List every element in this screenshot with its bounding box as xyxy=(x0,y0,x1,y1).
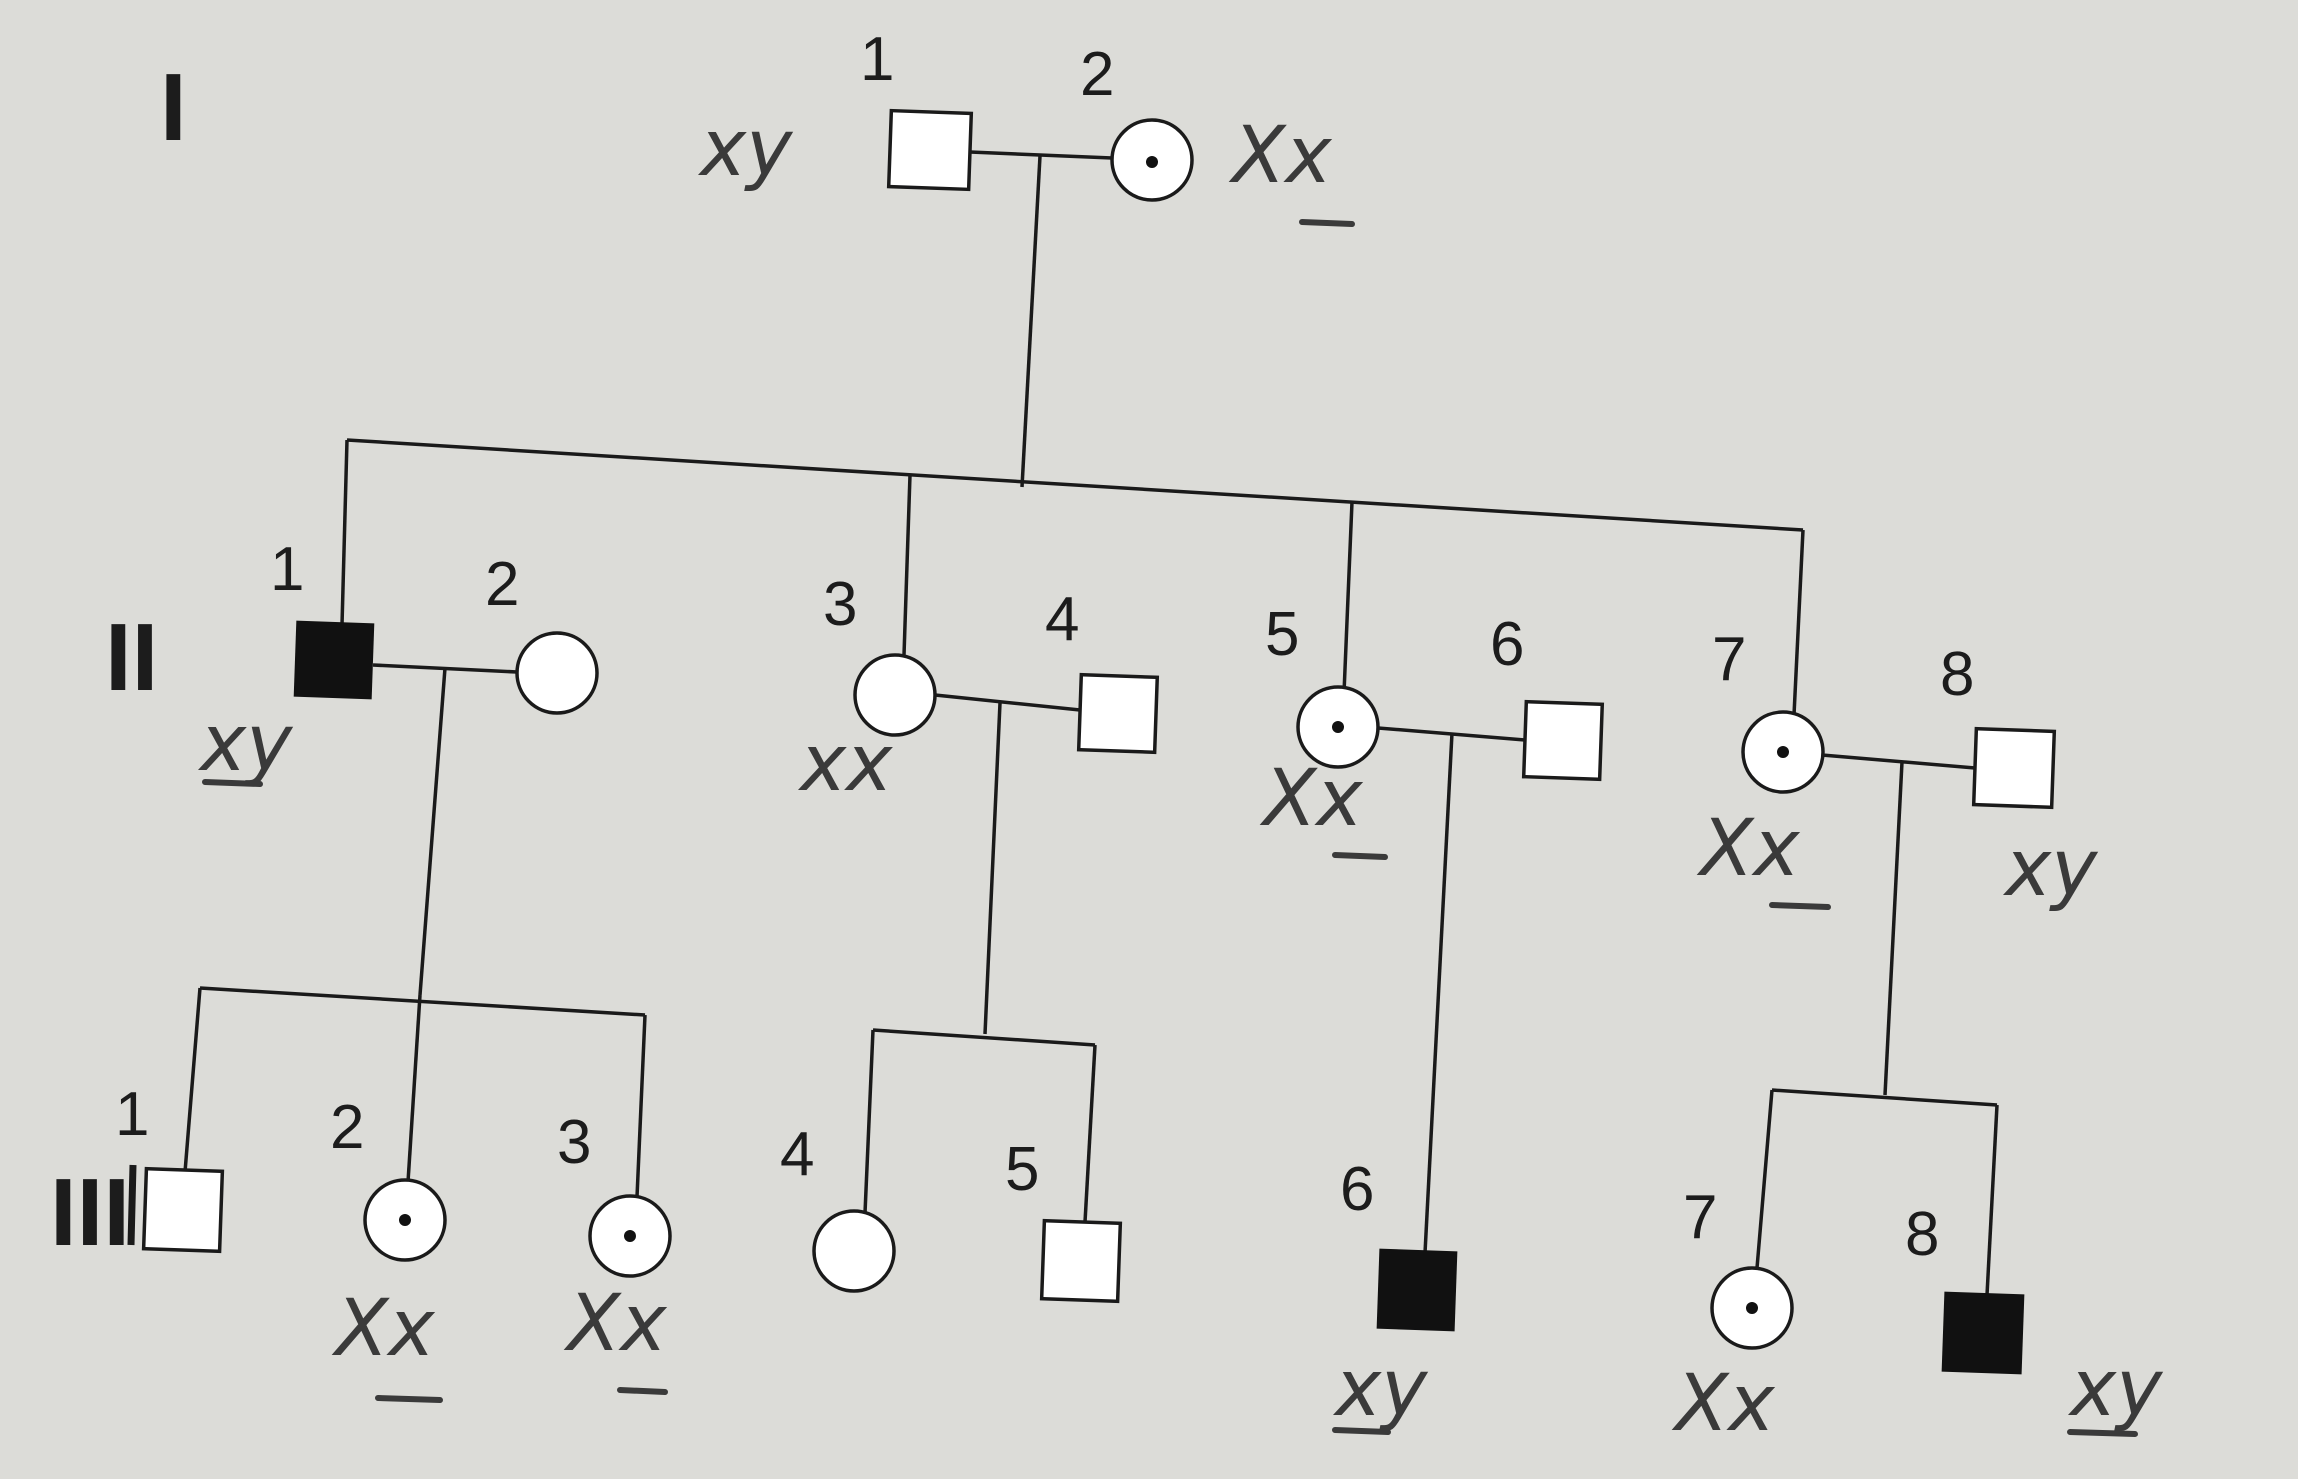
number-III4: 4 xyxy=(780,1120,814,1189)
genotype-III6: xy xyxy=(1332,1344,1429,1434)
number-III5: 5 xyxy=(1005,1135,1039,1204)
genotype-I1: xy xyxy=(697,104,794,194)
number-III1: 1 xyxy=(115,1080,149,1149)
number-II5: 5 xyxy=(1265,600,1299,669)
number-III7: 7 xyxy=(1683,1183,1717,1252)
number-II6: 6 xyxy=(1490,610,1524,679)
number-III6: 6 xyxy=(1340,1155,1374,1224)
individual-II6-male xyxy=(1521,699,1605,782)
stem-III7 xyxy=(1755,1089,1774,1269)
descent-line-II3-II4 xyxy=(983,702,1002,1035)
individual-III5-male xyxy=(1039,1218,1123,1304)
descent-line-I xyxy=(1020,155,1042,488)
individual-III1-male xyxy=(141,1166,225,1254)
underline-III6 xyxy=(1332,1427,1391,1435)
individual-I1-male xyxy=(886,108,974,192)
individual-II8-male xyxy=(1971,726,2057,810)
genotype-II7: Xx xyxy=(1696,804,1800,894)
mating-line-II7-II8 xyxy=(1821,753,1976,770)
carrier-dot-II5 xyxy=(1332,721,1344,733)
number-III2: 2 xyxy=(330,1093,364,1162)
individual-III8-affected-male xyxy=(1941,1291,2025,1375)
mating-line-II3-II4 xyxy=(934,693,1081,712)
underline-II1 xyxy=(202,779,263,787)
number-II1: 1 xyxy=(270,535,304,604)
generation-label-2: II xyxy=(105,604,158,711)
stem-III5 xyxy=(1083,1044,1097,1223)
number-III8: 8 xyxy=(1905,1200,1939,1269)
number-II2: 2 xyxy=(485,550,519,619)
stem-II5 xyxy=(1342,501,1354,694)
genotype-III2: Xx xyxy=(331,1284,435,1374)
carrier-dot-I2 xyxy=(1146,156,1158,168)
genotype-II8: xy xyxy=(2002,824,2099,914)
sibship-line-III-b xyxy=(872,1028,1096,1047)
stem-III3 xyxy=(635,1014,647,1198)
underline-I2 xyxy=(1299,219,1355,227)
stem-II7 xyxy=(1792,529,1805,716)
individual-II4-male xyxy=(1076,672,1160,755)
pedigree-lines xyxy=(183,150,1999,1296)
individual-numbers: 1 2 1 2 3 4 5 6 7 8 1 2 3 4 5 6 7 8 xyxy=(115,25,1974,1269)
stem-III1 xyxy=(183,987,202,1173)
descent-line-II1-II2 xyxy=(418,667,447,996)
number-II8: 8 xyxy=(1940,640,1974,709)
number-III3: 3 xyxy=(557,1108,591,1177)
generation-label-3: III xyxy=(50,1159,130,1266)
number-I2: 2 xyxy=(1080,40,1114,109)
sibship-line-III-a xyxy=(199,986,646,1017)
carrier-dot-III7 xyxy=(1746,1302,1758,1314)
genotype-III3: Xx xyxy=(563,1279,667,1369)
genotype-II1: xy xyxy=(197,699,294,789)
carrier-dot-III3 xyxy=(624,1230,636,1242)
underline-III8 xyxy=(2067,1429,2138,1437)
individual-II3-female xyxy=(853,653,937,737)
stem-II3 xyxy=(902,474,912,656)
number-II4: 4 xyxy=(1045,585,1079,654)
bracket-III1 xyxy=(127,1164,137,1246)
genotype-annotations: xy Xx xy xx Xx Xx xy Xx Xx xy Xx xy xyxy=(197,104,2164,1449)
descent-line-II7-II8 xyxy=(1883,761,1904,1096)
individual-II2-female xyxy=(515,631,599,715)
individual-III4-female xyxy=(812,1209,896,1293)
number-II7: 7 xyxy=(1712,625,1746,694)
carrier-dot-II7 xyxy=(1777,746,1789,758)
mating-line-I xyxy=(969,150,1113,160)
sibship-line-III-c xyxy=(1771,1088,1998,1107)
underline-II5 xyxy=(1332,852,1388,860)
underline-III3 xyxy=(617,1387,668,1395)
underline-III2 xyxy=(375,1395,443,1403)
genotype-III7: Xx xyxy=(1671,1359,1775,1449)
generation-label-1: I xyxy=(160,54,187,161)
stem-III4 xyxy=(863,1029,875,1214)
carrier-dot-III2 xyxy=(399,1214,411,1226)
sibship-line-II xyxy=(346,438,1804,532)
number-I1: 1 xyxy=(860,25,894,94)
individual-III6-affected-male xyxy=(1376,1248,1458,1332)
genotype-III8: xy xyxy=(2067,1344,2164,1434)
genotype-II5: Xx xyxy=(1259,754,1363,844)
stem-III2 xyxy=(406,994,422,1183)
stem-III8 xyxy=(1985,1104,1999,1296)
number-II3: 3 xyxy=(823,570,857,639)
individual-II1-affected-male xyxy=(293,620,375,700)
descent-line-II5-II6 xyxy=(1423,732,1454,1254)
genotype-II3: xx xyxy=(797,719,893,809)
underline-II7 xyxy=(1769,902,1831,910)
genotype-I2: Xx xyxy=(1228,111,1332,201)
stem-II1 xyxy=(340,439,349,626)
